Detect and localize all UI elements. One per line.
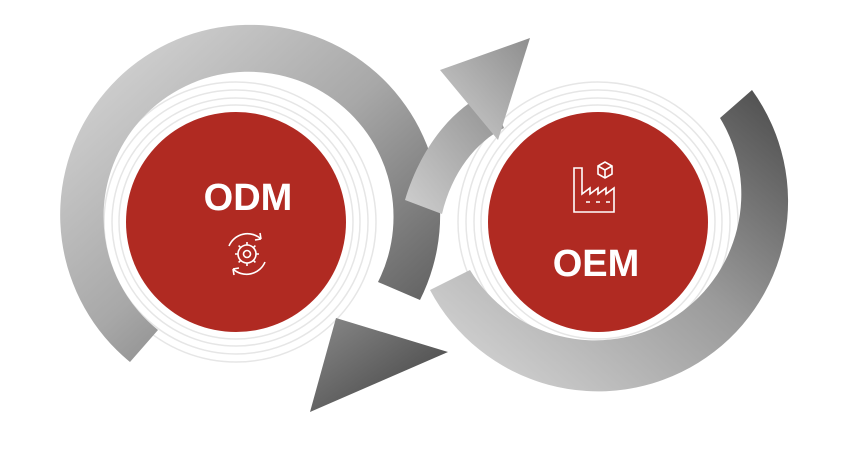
odm-circle [126, 112, 346, 332]
odm-cycle-band [60, 24, 441, 362]
odm-rings [95, 81, 377, 363]
oem-circle [488, 112, 708, 332]
oem-cycle-band [430, 90, 789, 392]
oem-arrow-shaft [405, 92, 504, 214]
odm-label: ODM [204, 177, 293, 219]
oem-label: OEM [553, 243, 640, 285]
factory-icon [573, 161, 615, 213]
odm-arrow-head [310, 318, 448, 412]
oem-arrow-head [440, 38, 530, 140]
gear-cycle-icon [228, 232, 266, 276]
